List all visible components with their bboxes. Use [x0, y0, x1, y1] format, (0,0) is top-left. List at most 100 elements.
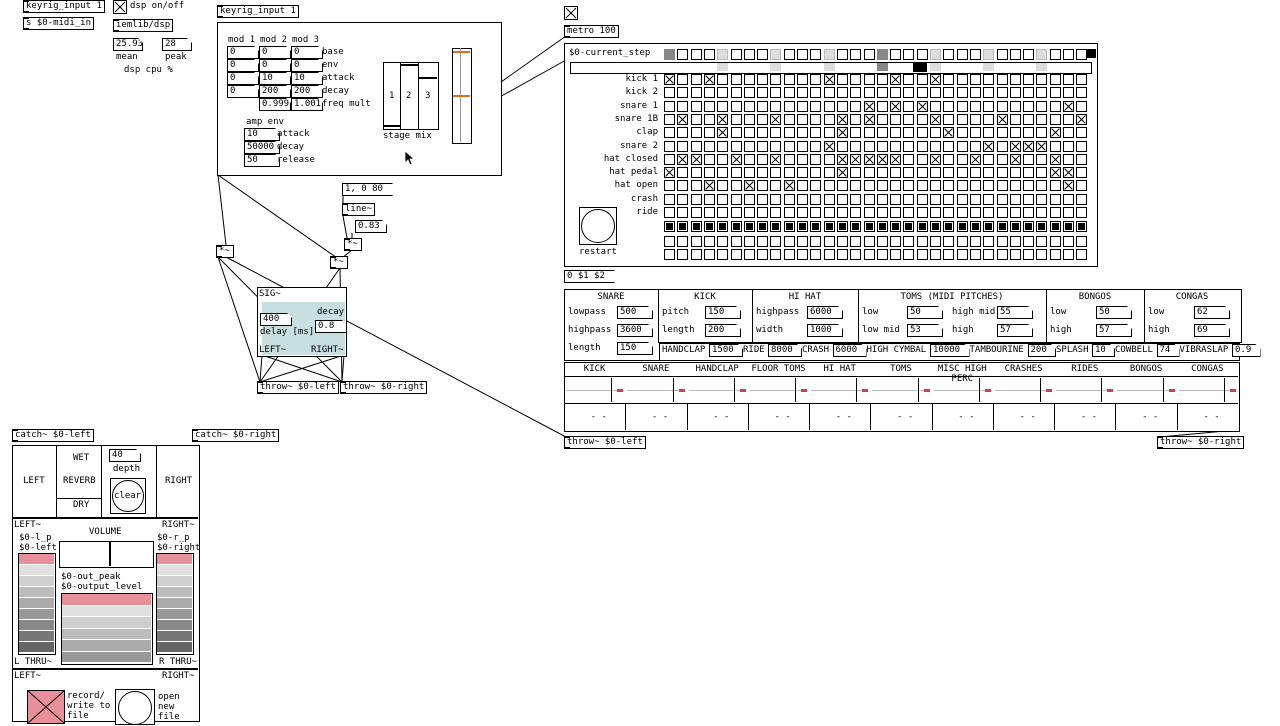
- step-cell[interactable]: [956, 140, 968, 152]
- step-cell[interactable]: [770, 140, 782, 152]
- step-cell[interactable]: [1049, 167, 1061, 179]
- step-cell[interactable]: [876, 193, 888, 205]
- mix-channel-pan[interactable]: - -: [1203, 412, 1220, 422]
- mix-channel-pan[interactable]: - -: [1019, 412, 1036, 422]
- step-cell[interactable]: [770, 193, 782, 205]
- spare-cell[interactable]: [916, 236, 928, 247]
- amp-env-number[interactable]: 50: [244, 154, 280, 167]
- step-cell[interactable]: [1049, 140, 1061, 152]
- step-cell[interactable]: [757, 74, 769, 85]
- step-cell[interactable]: [930, 207, 941, 218]
- step-cell[interactable]: [823, 207, 835, 218]
- spare-cell[interactable]: [876, 236, 888, 247]
- step-header-cell[interactable]: [743, 49, 755, 60]
- spare-cell[interactable]: [730, 236, 742, 247]
- step-cell[interactable]: [757, 193, 769, 205]
- step-cell[interactable]: [903, 207, 915, 218]
- step-cell[interactable]: [690, 113, 702, 125]
- step-cell[interactable]: [664, 180, 675, 192]
- step-cell[interactable]: [863, 100, 875, 112]
- step-header-cell[interactable]: [1063, 49, 1074, 60]
- step-cell[interactable]: [969, 180, 981, 192]
- spare-cell[interactable]: [797, 236, 808, 247]
- step-cell[interactable]: [1009, 193, 1021, 205]
- spare-cell[interactable]: [1036, 249, 1048, 260]
- step-cell[interactable]: [743, 74, 755, 85]
- spare-cell[interactable]: [703, 249, 715, 260]
- step-cell[interactable]: [836, 100, 848, 112]
- section-param-number[interactable]: 3600: [617, 324, 653, 337]
- step-cell[interactable]: [664, 193, 675, 205]
- step-cell[interactable]: [890, 74, 902, 85]
- step-cell[interactable]: [890, 180, 902, 192]
- step-cell[interactable]: [703, 127, 715, 139]
- step-cell[interactable]: [770, 127, 782, 139]
- step-cell[interactable]: [823, 180, 835, 192]
- step-cell[interactable]: [903, 100, 915, 112]
- step-cell[interactable]: [823, 193, 835, 205]
- mix-channel-pan[interactable]: - -: [774, 412, 791, 422]
- step-cell[interactable]: [836, 153, 848, 165]
- spare-cell[interactable]: [664, 249, 675, 260]
- step-cell[interactable]: [1076, 167, 1088, 179]
- step-cell[interactable]: [797, 113, 808, 125]
- mix-channel-slider-handle[interactable]: [1046, 389, 1053, 392]
- step-cell[interactable]: [969, 87, 981, 99]
- step-cell[interactable]: [717, 74, 729, 85]
- step-cell[interactable]: [969, 193, 981, 205]
- step-cell[interactable]: [770, 87, 782, 99]
- step-cell[interactable]: [983, 87, 995, 99]
- step-cell[interactable]: [903, 153, 915, 165]
- step-cell[interactable]: [783, 127, 795, 139]
- step-cell[interactable]: [943, 74, 955, 85]
- section-param-number[interactable]: 1000: [807, 324, 843, 337]
- step-cell[interactable]: [1076, 207, 1088, 218]
- step-cell[interactable]: [943, 193, 955, 205]
- spare-cell[interactable]: [757, 249, 769, 260]
- step-cell[interactable]: [996, 100, 1008, 112]
- step-cell[interactable]: [823, 74, 835, 85]
- step-cell[interactable]: [969, 74, 981, 85]
- step-cell[interactable]: [703, 113, 715, 125]
- mix-channel-pan[interactable]: - -: [1142, 412, 1159, 422]
- step-header-cell[interactable]: [770, 49, 782, 60]
- spare-cell[interactable]: [810, 249, 822, 260]
- step-cell[interactable]: [996, 207, 1008, 218]
- step-cell[interactable]: [863, 113, 875, 125]
- step-cell[interactable]: [1049, 100, 1061, 112]
- step-cell[interactable]: [1023, 100, 1035, 112]
- step-cell[interactable]: [1049, 127, 1061, 139]
- step-cell[interactable]: [1023, 87, 1035, 99]
- section-param-number[interactable]: 57: [997, 324, 1033, 337]
- step-cell[interactable]: [930, 167, 941, 179]
- step-cell[interactable]: [903, 127, 915, 139]
- step-cell[interactable]: [743, 180, 755, 192]
- step-cell[interactable]: [1009, 140, 1021, 152]
- step-cell[interactable]: [903, 180, 915, 192]
- stage-3-slider[interactable]: [418, 62, 439, 130]
- step-cell[interactable]: [1036, 113, 1048, 125]
- step-cell[interactable]: [797, 167, 808, 179]
- step-cell[interactable]: [690, 193, 702, 205]
- spare-cell[interactable]: [890, 249, 902, 260]
- step-cell[interactable]: [903, 113, 915, 125]
- step-cell[interactable]: [930, 87, 941, 99]
- mix-channel-slider-handle[interactable]: [1230, 389, 1236, 392]
- step-cell[interactable]: [690, 167, 702, 179]
- spare-cell[interactable]: [956, 249, 968, 260]
- step-cell[interactable]: [703, 100, 715, 112]
- step-cell[interactable]: [810, 207, 822, 218]
- step-cell[interactable]: [690, 140, 702, 152]
- step-cell[interactable]: [1023, 74, 1035, 85]
- spare-cell[interactable]: [1023, 249, 1035, 260]
- spare-cell[interactable]: [836, 236, 848, 247]
- step-header-cell[interactable]: [1049, 49, 1061, 60]
- step-cell[interactable]: [770, 100, 782, 112]
- step-cell[interactable]: [730, 74, 742, 85]
- step-cell[interactable]: [703, 207, 715, 218]
- step-header-cell[interactable]: [677, 49, 689, 60]
- open-file-bang[interactable]: [115, 689, 155, 725]
- misc-param-number[interactable]: 74: [1157, 344, 1180, 357]
- spare-cell[interactable]: [863, 236, 875, 247]
- mix-channel-pan[interactable]: - -: [1080, 412, 1098, 422]
